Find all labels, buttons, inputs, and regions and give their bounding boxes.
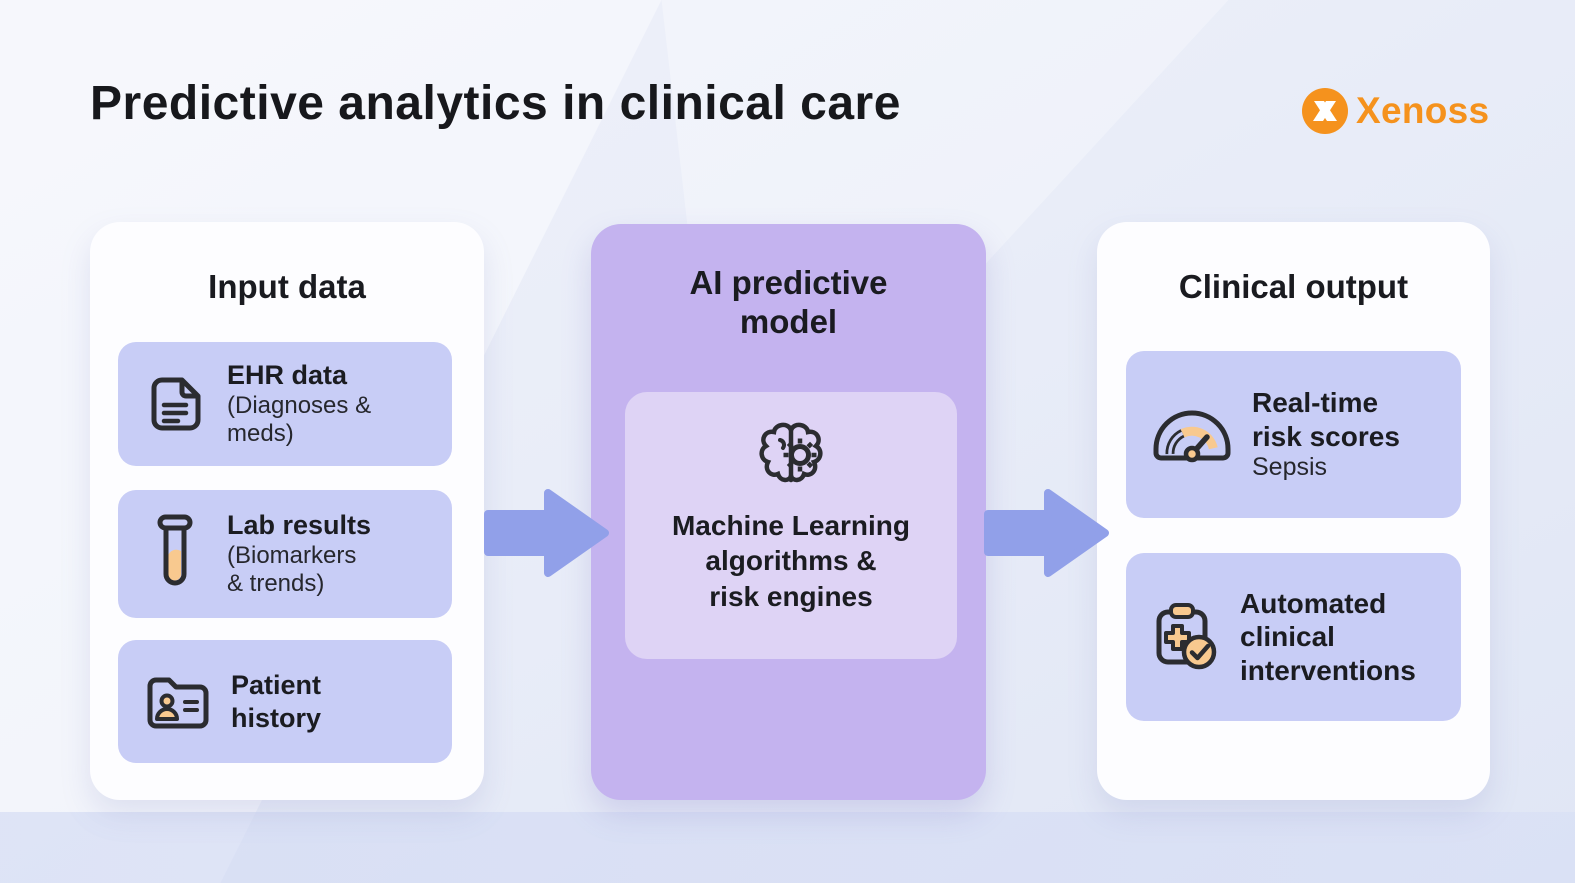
flow-arrow-input-to-model [484,481,612,585]
clinical-output-card: Clinical output Real-time risk scores Se… [1097,222,1490,800]
input-data-title: Input data [208,268,366,305]
item-title: EHR data [227,360,348,391]
list-item-patient-history: Patient history [118,640,452,763]
ai-model-card: AI predictive model Machine Learning alg… [591,224,986,800]
input-data-card: Input data EHR data (Diagnoses & meds) L… [90,222,484,800]
clipboard-check-icon [1156,603,1217,670]
clinical-output-title: Clinical output [1178,268,1409,305]
list-item-ehr-data: EHR data (Diagnoses & meds) [118,342,452,466]
ml-engine-label: Machine Learning algorithms & risk engin… [671,510,911,612]
background-band [0,812,1575,883]
list-item-interventions: Automated clinical interventions [1126,553,1461,721]
list-item-lab-results: Lab results (Biomarkers & trends) [118,490,452,618]
test-tube-icon [157,514,193,586]
ml-engine-box: Machine Learning algorithms & risk engin… [625,392,957,659]
ai-model-title: AI predictive model [689,264,888,340]
item-subtitle: (Diagnoses & meds) [227,391,372,448]
gauge-icon [1153,410,1231,462]
list-item-risk-scores: Real-time risk scores Sepsis [1126,351,1461,518]
item-title: Patient history [231,670,322,733]
item-title: Real-time risk scores [1252,387,1400,452]
xenoss-logo-icon [1302,88,1348,134]
patient-folder-icon [147,677,209,728]
flow-arrow-model-to-output [984,481,1112,585]
page-title: Predictive analytics in clinical care [90,77,901,130]
document-icon [151,377,201,431]
brand-name: Xenoss [1356,90,1490,131]
item-title: Automated clinical interventions [1240,587,1416,686]
item-subtitle: Sepsis [1252,453,1328,482]
brain-gear-icon [759,422,823,483]
item-title: Lab results [227,510,372,541]
item-subtitle: (Biomarkers & trends) [227,541,357,598]
brand-logo: Xenoss [1301,87,1489,135]
